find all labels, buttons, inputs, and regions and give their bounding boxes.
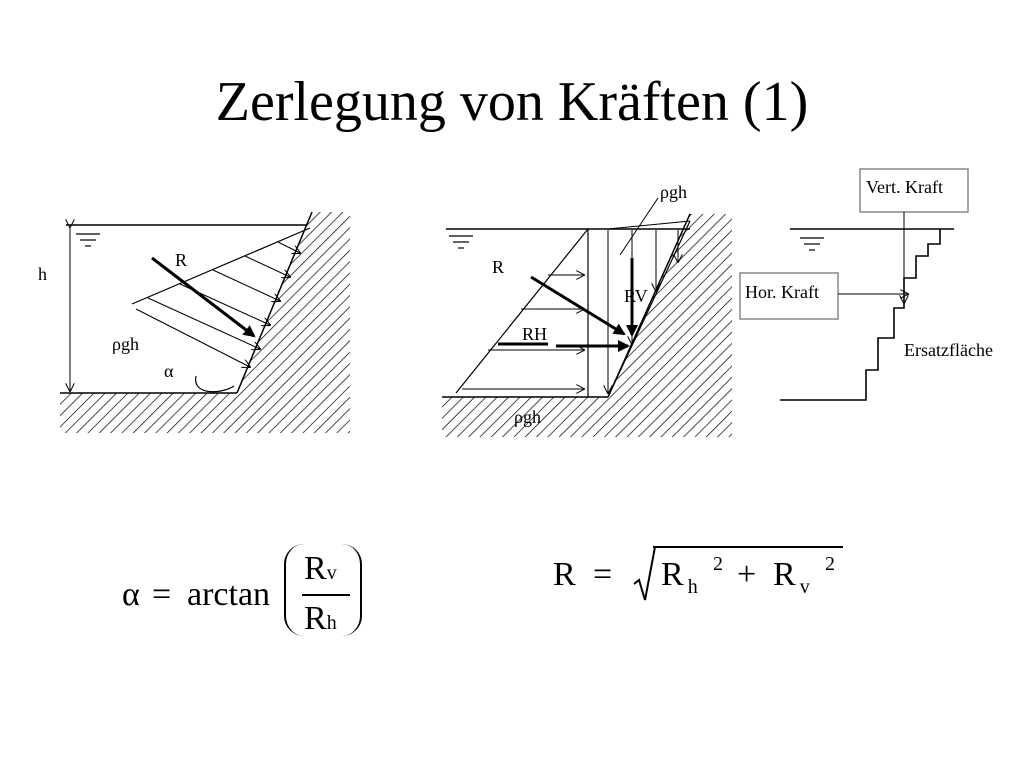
formula-lhs: R: [553, 556, 576, 593]
diagram-inclined-wall: h R ρgh α: [38, 211, 350, 433]
slide-title: Zerlegung von Kräften (1): [215, 71, 809, 133]
label-R: R: [492, 257, 504, 277]
water-level-icon: [800, 237, 824, 251]
stepped-wall: [780, 229, 941, 401]
label-RH: RH: [522, 324, 547, 344]
formula-plus: +: [737, 556, 757, 593]
horizontal-pressure-arrows: [462, 275, 584, 389]
label-rhogh-top: ρgh: [660, 182, 687, 202]
pressure-arrows: [135, 241, 300, 367]
label-rhogh: ρgh: [112, 334, 139, 354]
surface-label: Ersatzfläche: [904, 340, 993, 360]
rhogh-leader: [619, 197, 659, 256]
exponent-rh: 2: [713, 553, 723, 575]
vertical-pressure-envelope: [607, 220, 691, 398]
resultant-arrow: [530, 275, 626, 336]
angle-arc: [195, 375, 235, 393]
ground-hatch: [442, 397, 620, 437]
formula-alpha: α: [122, 576, 140, 613]
label-RV: RV: [624, 286, 648, 306]
label-rhogh-bottom: ρgh: [514, 407, 541, 427]
ground-hatch: [60, 393, 250, 433]
right-parenthesis: [340, 544, 362, 636]
fraction-bar: [302, 594, 350, 596]
resultant-arrow: [151, 256, 256, 338]
pressure-envelope: [131, 227, 311, 305]
label-h: h: [38, 264, 47, 284]
label-R: R: [175, 250, 187, 270]
diagram-stepped-surface: Vert. Kraft Hor. Kraft Ersatzfläche: [739, 168, 993, 401]
vertical-pressure-envelope-top: [607, 220, 691, 230]
fraction-denominator: Rh: [304, 600, 337, 637]
wall-hatch: [608, 214, 732, 437]
wall-hatch: [237, 212, 350, 433]
water-level-icon: [76, 233, 100, 247]
vertical-force-label: Vert. Kraft: [866, 177, 943, 197]
fraction-numerator: Rv: [304, 550, 337, 587]
formula-arctan: arctan: [187, 576, 271, 613]
diagram-decomposed-forces: ρgh R RV RH ρgh: [442, 182, 732, 437]
left-parenthesis: [284, 544, 306, 636]
formula-equals: =: [152, 576, 172, 613]
vertical-force-box: [859, 168, 969, 213]
label-alpha: α: [164, 361, 174, 381]
horizontal-force-box: [739, 272, 839, 320]
horizontal-pressure-envelope: [455, 228, 589, 394]
water-level-icon: [449, 235, 473, 249]
sqrt-bar: [653, 546, 843, 548]
formula-equals: =: [593, 556, 613, 593]
horizontal-force-label: Hor. Kraft: [745, 282, 819, 302]
exponent-rv: 2: [825, 553, 835, 575]
sqrt-symbol: [633, 546, 656, 601]
